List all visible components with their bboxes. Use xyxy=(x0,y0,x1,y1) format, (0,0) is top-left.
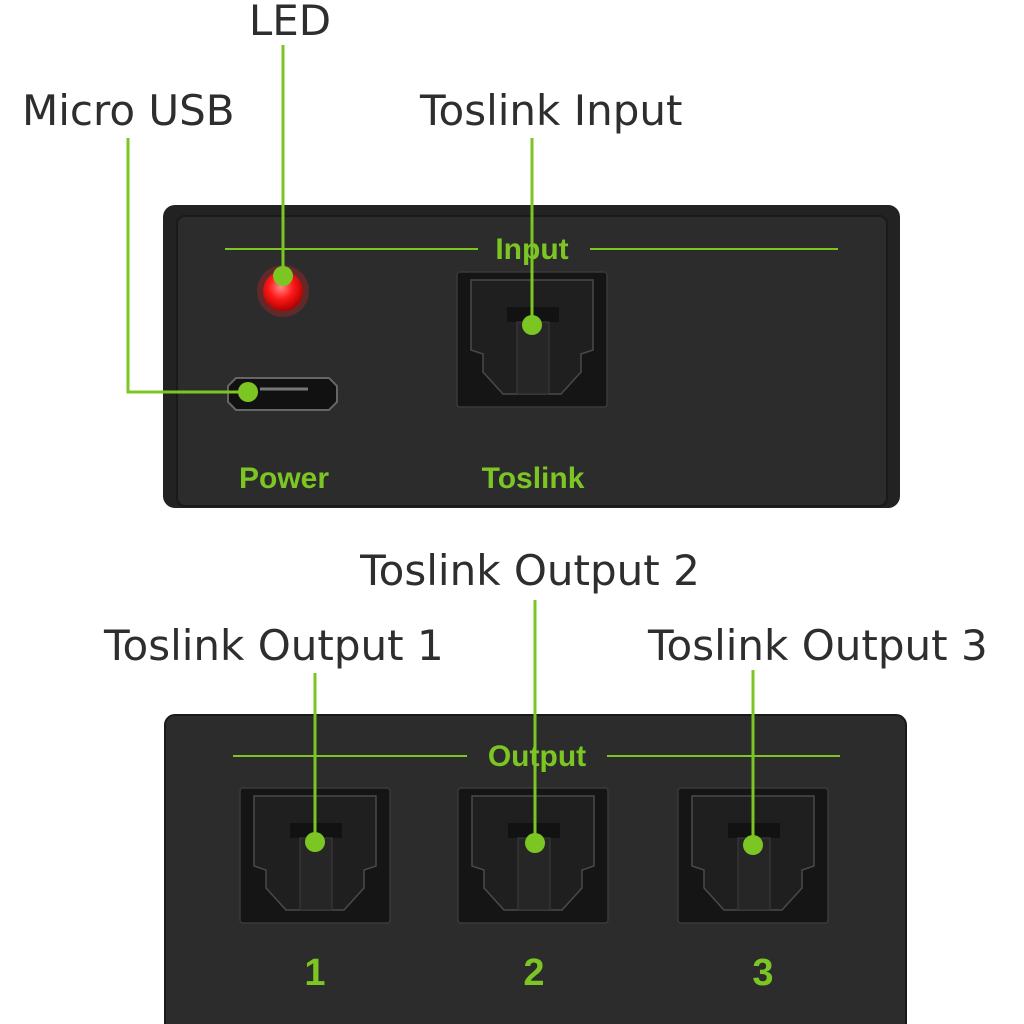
toslink-input-dot xyxy=(522,315,542,335)
callouts xyxy=(126,45,755,845)
output-section-label: Output xyxy=(488,740,586,773)
output-2-dot xyxy=(525,833,545,853)
output-port-number-1: 1 xyxy=(304,952,325,994)
led-callout-label: LED xyxy=(249,0,331,45)
toslink-output-2-callout-label: Toslink Output 2 xyxy=(359,546,700,595)
toslink-output-3-callout-label: Toslink Output 3 xyxy=(647,621,988,670)
led-indicator xyxy=(263,271,303,311)
toslink-label: Toslink xyxy=(482,462,585,495)
power-label: Power xyxy=(239,462,329,495)
output-3-dot xyxy=(743,835,763,855)
micro-usb-callout-label: Micro USB xyxy=(22,86,235,135)
output-port-number-3: 3 xyxy=(752,952,773,994)
output-1-dot xyxy=(305,832,325,852)
micro-usb-dot xyxy=(238,382,258,402)
toslink-output-1-callout-label: Toslink Output 1 xyxy=(103,621,444,670)
toslink-output-port-2 xyxy=(457,787,609,924)
input-panel: Input Power Toslink xyxy=(163,205,900,508)
output-panel: Output 1 2 3 xyxy=(164,714,907,1024)
micro-usb-leader-line xyxy=(126,138,248,394)
toslink-input-callout-label: Toslink Input xyxy=(419,86,682,135)
callout-dots xyxy=(238,266,763,855)
output-port-number-2: 2 xyxy=(523,952,544,994)
led-dot xyxy=(273,266,293,286)
